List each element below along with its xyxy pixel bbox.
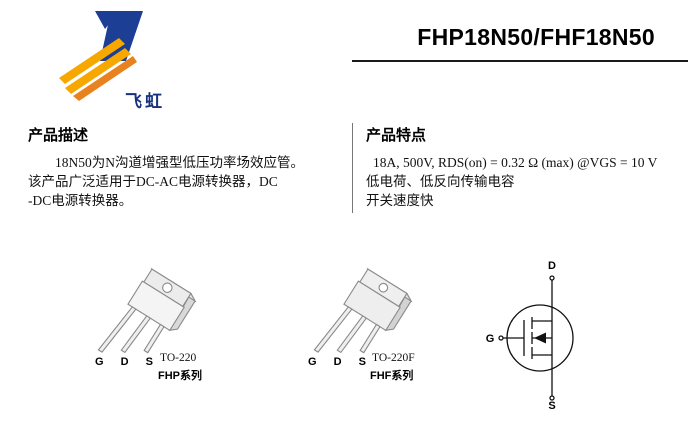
logo-swoosh-1 [59, 38, 125, 84]
feature-item: 开关速度快 [366, 193, 434, 208]
mounting-hole [162, 282, 173, 293]
substrate-arrow [534, 332, 546, 344]
product-features-section: 产品特点 18A, 500V, RDS(on) = 0.32 Ω (max) @… [366, 124, 690, 210]
features-heading: 产品特点 [366, 127, 427, 144]
description-line: 该产品广泛适用于DC-AC电源转换器，DC [28, 174, 278, 189]
package-name: TO-220F [372, 352, 415, 364]
package-figure-to220: G D S TO-220 FHP系列 [62, 267, 272, 398]
drain-label: D [548, 260, 556, 272]
mosfet-symbol-drawing: D G S [486, 260, 574, 412]
header-rule [352, 60, 688, 62]
package-series: FHF系列 [370, 370, 414, 382]
package-lead-drain [120, 315, 152, 354]
brand-name: 飞虹 [125, 92, 165, 111]
package-lead-gate [97, 306, 137, 353]
package-series: FHP系列 [158, 370, 202, 382]
pin-labels: G D S [95, 356, 154, 368]
feature-item: 18A, 500V, RDS(on) = 0.32 Ω (max) @VGS =… [373, 155, 658, 170]
drain-terminal-dot [549, 275, 555, 281]
pin-labels: G D S [308, 356, 367, 368]
mosfet-symbol-figure: D G S [482, 258, 612, 413]
description-line: 18N50为N沟道增强型低压功率场效应管。 [55, 155, 304, 170]
source-terminal-dot [549, 395, 555, 401]
feature-item: 低电荷、低反向传输电容 [366, 174, 515, 189]
logo-swoosh-2 [65, 48, 131, 94]
column-divider [352, 123, 353, 213]
logo-swoosh-3 [73, 56, 137, 101]
description-heading: 产品描述 [28, 127, 89, 144]
page-title: FHP18N50/FHF18N50 [417, 24, 655, 50]
package-lead-gate [313, 306, 353, 353]
brand-logo-icon [59, 11, 143, 101]
to220f-package-drawing [313, 267, 413, 354]
package-name: TO-220 [160, 352, 197, 364]
mounting-hole [378, 282, 389, 293]
package-lead-drain [336, 315, 368, 354]
gate-label: G [486, 333, 495, 345]
product-description-section: 产品描述 18N50为N沟道增强型低压功率场效应管。 该产品广泛适用于DC-AC… [28, 124, 348, 210]
to220-package-drawing [97, 267, 197, 354]
gate-terminal-dot [498, 335, 504, 341]
package-lead-source [359, 323, 381, 354]
source-label: S [548, 400, 555, 412]
brand-logo: 飞虹 [55, 8, 185, 112]
package-figure-to220f: G D S TO-220F FHF系列 [278, 267, 478, 398]
package-lead-source [143, 323, 165, 354]
description-line: -DC电源转换器。 [28, 193, 133, 208]
